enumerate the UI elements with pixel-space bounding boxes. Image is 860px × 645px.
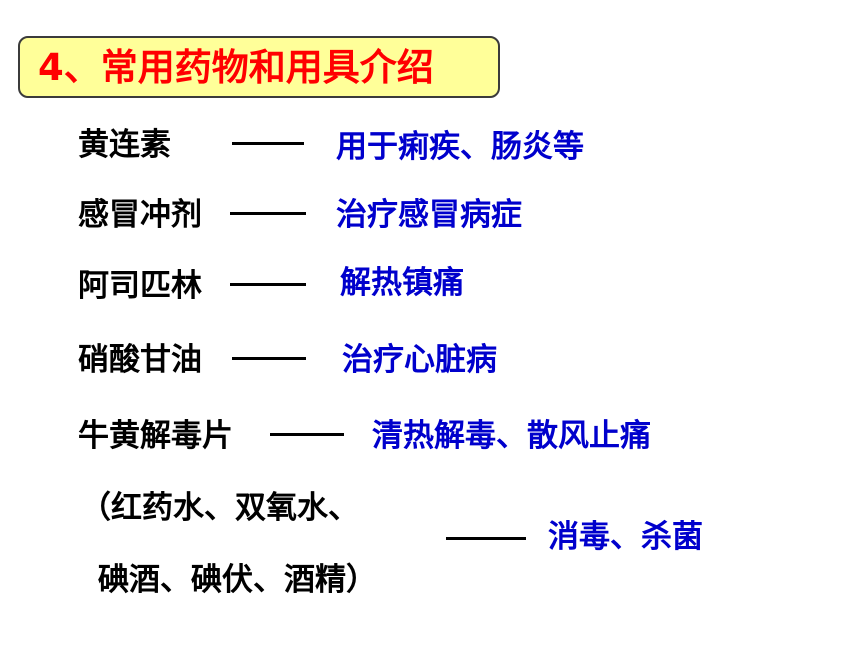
item-name-4: 硝酸甘油 (78, 342, 202, 378)
item-name-5: 牛黄解毒片 (78, 418, 233, 454)
item-dash-4 (232, 357, 306, 360)
title-box: 4、常用药物和用具介绍 (18, 36, 500, 98)
item-dash-2 (230, 212, 306, 215)
group-use: 消毒、杀菌 (548, 519, 703, 555)
group-dash (446, 537, 526, 540)
item-use-2: 治疗感冒病症 (336, 197, 522, 233)
item-use-1: 用于痢疾、肠炎等 (336, 129, 584, 165)
group-line-1: （红药水、双氧水、 (80, 490, 359, 526)
item-use-5: 清热解毒、散风止痛 (372, 418, 651, 454)
item-use-3: 解热镇痛 (340, 265, 464, 301)
item-name-1: 黄连素 (78, 127, 171, 163)
item-name-3: 阿司匹林 (78, 268, 202, 304)
item-dash-3 (230, 283, 306, 286)
item-dash-1 (232, 142, 304, 145)
item-use-4: 治疗心脏病 (342, 342, 497, 378)
item-dash-5 (270, 433, 344, 436)
item-name-2: 感冒冲剂 (78, 197, 202, 233)
group-line-2: 碘酒、碘伏、酒精） (98, 562, 377, 598)
slide-title: 4、常用药物和用具介绍 (38, 46, 434, 89)
